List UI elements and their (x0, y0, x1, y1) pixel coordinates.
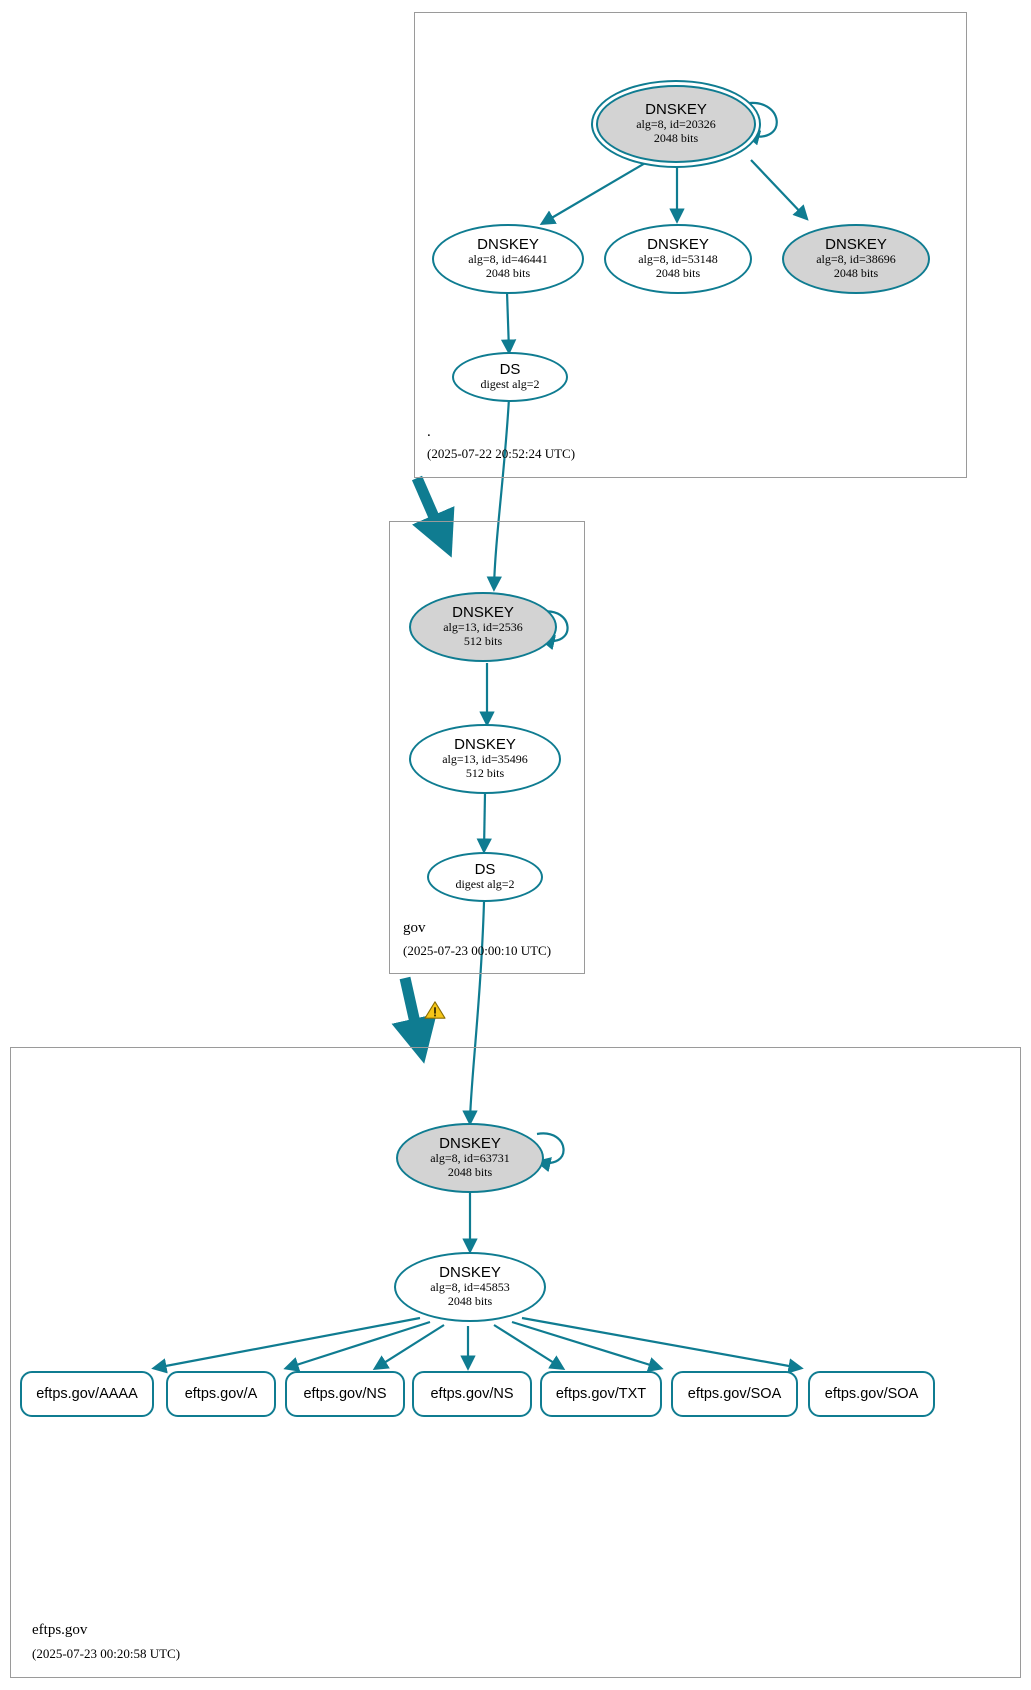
node-keysize: 512 bits (465, 765, 505, 780)
node-title: DS (499, 361, 521, 379)
node-keysize: 2048 bits (655, 265, 701, 280)
rrset-eftps-gov-soa-2[interactable]: eftps.gov/SOA (808, 1371, 935, 1417)
zone-box-root (414, 12, 967, 478)
node-digest-alg: digest alg=2 (455, 876, 515, 891)
edge-zsk-to-rr-soa2 (521, 1316, 804, 1374)
warning-triangle-icon[interactable] (424, 1000, 446, 1020)
node-title: DS (474, 861, 496, 879)
node-keysize: 2048 bits (447, 1164, 493, 1179)
zone-timestamp-gov: (2025-07-23 00:00:10 UTC) (403, 943, 552, 958)
node-dnskey-eftps-45853[interactable]: DNSKEY alg=8, id=45853 2048 bits (394, 1252, 546, 1322)
node-title: DNSKEY (454, 736, 516, 754)
node-alg-keyid: alg=8, id=38696 (816, 252, 896, 267)
edge-gov-zsk-to-ds (476, 792, 492, 854)
zone-name-gov: gov (403, 920, 426, 936)
edge-root-ksk-to-46441 (539, 158, 653, 225)
node-keysize: 2048 bits (833, 265, 879, 280)
node-dnskey-root-20326[interactable]: DNSKEY alg=8, id=20326 2048 bits (596, 85, 756, 163)
edge-delegation-root-to-gov (411, 475, 455, 558)
edge-root-46441-to-ds (500, 291, 517, 355)
edge-ds-eftps-to-eftps-ksk (462, 901, 486, 1126)
node-title: DNSKEY (439, 1264, 501, 1282)
zone-box-eftps-gov (10, 1047, 1021, 1678)
edge-zsk-to-rr-txt (493, 1324, 566, 1371)
rrset-eftps-gov-txt[interactable]: eftps.gov/TXT (540, 1371, 662, 1417)
node-title: DNSKEY (825, 236, 887, 254)
zone-name-root: . (427, 424, 431, 440)
node-title: DNSKEY (645, 101, 707, 119)
node-alg-keyid: alg=8, id=20326 (636, 117, 716, 132)
node-title: DNSKEY (452, 604, 514, 622)
node-keysize: 2048 bits (447, 1293, 493, 1308)
edge-zsk-to-rr-a (283, 1320, 431, 1372)
rrset-eftps-gov-a[interactable]: eftps.gov/A (166, 1371, 276, 1417)
node-dnskey-gov-35496[interactable]: DNSKEY alg=13, id=35496 512 bits (409, 724, 561, 794)
node-dnskey-root-38696[interactable]: DNSKEY alg=8, id=38696 2048 bits (782, 224, 930, 294)
node-alg-keyid: alg=8, id=63731 (430, 1151, 510, 1166)
edge-zsk-to-rr-ns1 (372, 1324, 445, 1371)
node-dnskey-gov-2536[interactable]: DNSKEY alg=13, id=2536 512 bits (409, 592, 557, 662)
node-ds-gov-in-root[interactable]: DS digest alg=2 (452, 352, 568, 402)
edge-root-ksk-to-38696 (750, 159, 809, 221)
node-dnskey-root-53148[interactable]: DNSKEY alg=8, id=53148 2048 bits (604, 224, 752, 294)
edge-eftps-ksk-selfsign (535, 1132, 565, 1173)
node-alg-keyid: alg=8, id=46441 (468, 252, 548, 267)
node-title: DNSKEY (477, 236, 539, 254)
node-title: DNSKEY (439, 1135, 501, 1153)
edge-delegation-gov-to-eftps (391, 976, 437, 1064)
node-ds-eftps-in-gov[interactable]: DS digest alg=2 (427, 852, 543, 902)
node-alg-keyid: alg=8, id=53148 (638, 252, 718, 267)
node-title: DNSKEY (647, 236, 709, 254)
edge-zsk-to-rr-soa1 (511, 1320, 664, 1372)
node-alg-keyid: alg=8, id=45853 (430, 1280, 510, 1295)
zone-timestamp-eftps-gov: (2025-07-23 00:20:58 UTC) (32, 1646, 181, 1661)
zone-timestamp-root: (2025-07-22 20:52:24 UTC) (427, 446, 576, 461)
zone-name-eftps-gov: eftps.gov (32, 1622, 88, 1638)
node-keysize: 512 bits (463, 633, 503, 648)
rrset-eftps-gov-aaaa[interactable]: eftps.gov/AAAA (20, 1371, 154, 1417)
rrset-eftps-gov-soa-1[interactable]: eftps.gov/SOA (671, 1371, 798, 1417)
node-dnskey-root-46441[interactable]: DNSKEY alg=8, id=46441 2048 bits (432, 224, 584, 294)
rrset-eftps-gov-ns-1[interactable]: eftps.gov/NS (285, 1371, 405, 1417)
node-keysize: 2048 bits (485, 265, 531, 280)
node-alg-keyid: alg=13, id=35496 (442, 752, 528, 767)
edge-root-ksk-selfsign (742, 101, 778, 146)
zone-box-gov (389, 521, 585, 974)
edge-ds-gov-to-gov-ksk (486, 397, 511, 592)
node-digest-alg: digest alg=2 (480, 376, 540, 391)
rrset-eftps-gov-ns-2[interactable]: eftps.gov/NS (412, 1371, 532, 1417)
edge-zsk-to-rr-aaaa (151, 1316, 421, 1374)
node-keysize: 2048 bits (653, 130, 699, 145)
node-alg-keyid: alg=13, id=2536 (443, 620, 523, 635)
node-dnskey-eftps-63731[interactable]: DNSKEY alg=8, id=63731 2048 bits (396, 1123, 544, 1193)
